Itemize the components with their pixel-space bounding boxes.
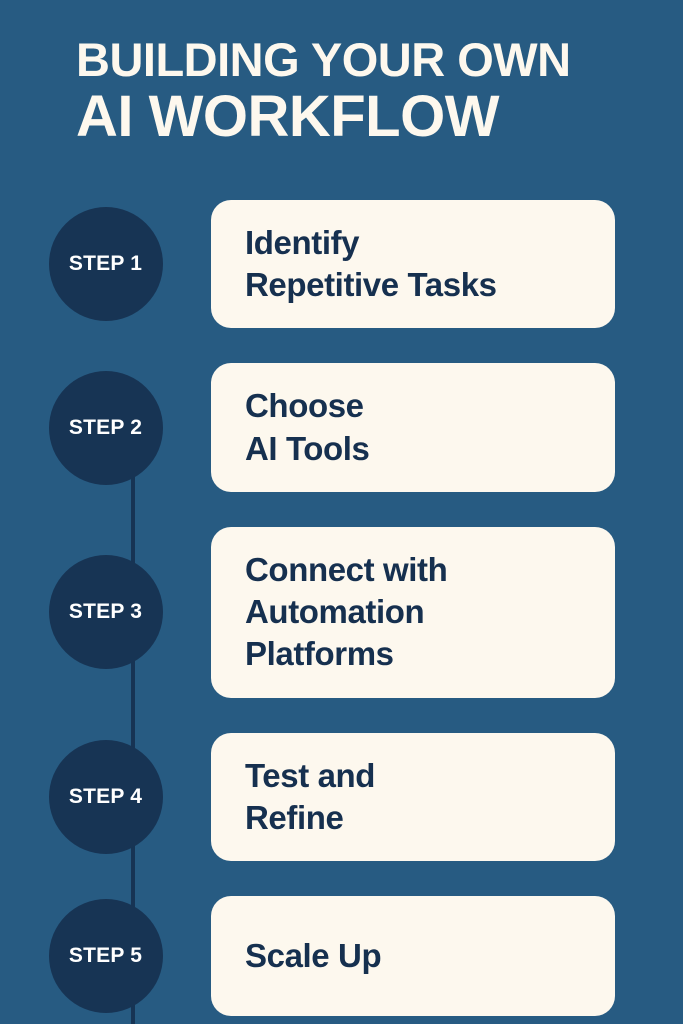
step-badge-2: STEP 2 (48, 370, 163, 485)
list-item: STEP 5 Scale Up (0, 896, 683, 1017)
step-card-3-line-2: Automation (245, 593, 425, 631)
step-card-4-line-1: Test and (245, 756, 376, 794)
step-card-2-line-2: AI Tools (245, 429, 370, 467)
list-item: STEP 4 Test and Refine (0, 732, 683, 862)
list-item: STEP 2 Choose AI Tools (0, 363, 683, 492)
step-card-2-line-1: Choose (245, 387, 364, 425)
step-card-4: Test and Refine (211, 732, 615, 862)
list-item: STEP 1 Identify Repetitive Tasks (0, 200, 683, 329)
list-item: STEP 3 Connect with Automation Platforms (0, 526, 683, 698)
step-card-5: Scale Up (211, 896, 615, 1017)
poster-header: BUILDING YOUR OWN AI WORKFLOW (76, 33, 636, 149)
step-card-1-line-1: Identify (245, 224, 360, 261)
step-card-1-line-2: Repetitive Tasks (245, 266, 497, 304)
step-badge-4: STEP 4 (48, 739, 163, 854)
step-badge-cell-3: STEP 3 (0, 555, 211, 670)
timeline-connector-line (131, 457, 135, 1024)
step-badge-cell-1: STEP 1 (0, 207, 211, 322)
step-badge-cell-4: STEP 4 (0, 739, 211, 854)
page-title-line-1: BUILDING YOUR OWN (76, 33, 571, 86)
step-badge-5: STEP 5 (48, 899, 163, 1014)
step-badge-cell-2: STEP 2 (0, 370, 211, 485)
step-card-5-line-1: Scale Up (245, 936, 382, 974)
page-title-line-2: AI WORKFLOW (76, 83, 499, 149)
step-card-4-line-2: Refine (245, 798, 344, 836)
step-card-1: Identify Repetitive Tasks (211, 200, 615, 329)
step-card-2: Choose AI Tools (211, 363, 615, 492)
step-badge-3: STEP 3 (48, 555, 163, 670)
step-badge-1: STEP 1 (48, 207, 163, 322)
steps-list: STEP 1 Identify Repetitive Tasks STEP 2 … (0, 200, 683, 1024)
step-badge-cell-5: STEP 5 (0, 899, 211, 1014)
step-card-3-line-3: Platforms (245, 635, 394, 673)
step-card-3-line-1: Connect with (245, 550, 448, 588)
step-card-3: Connect with Automation Platforms (211, 526, 615, 698)
